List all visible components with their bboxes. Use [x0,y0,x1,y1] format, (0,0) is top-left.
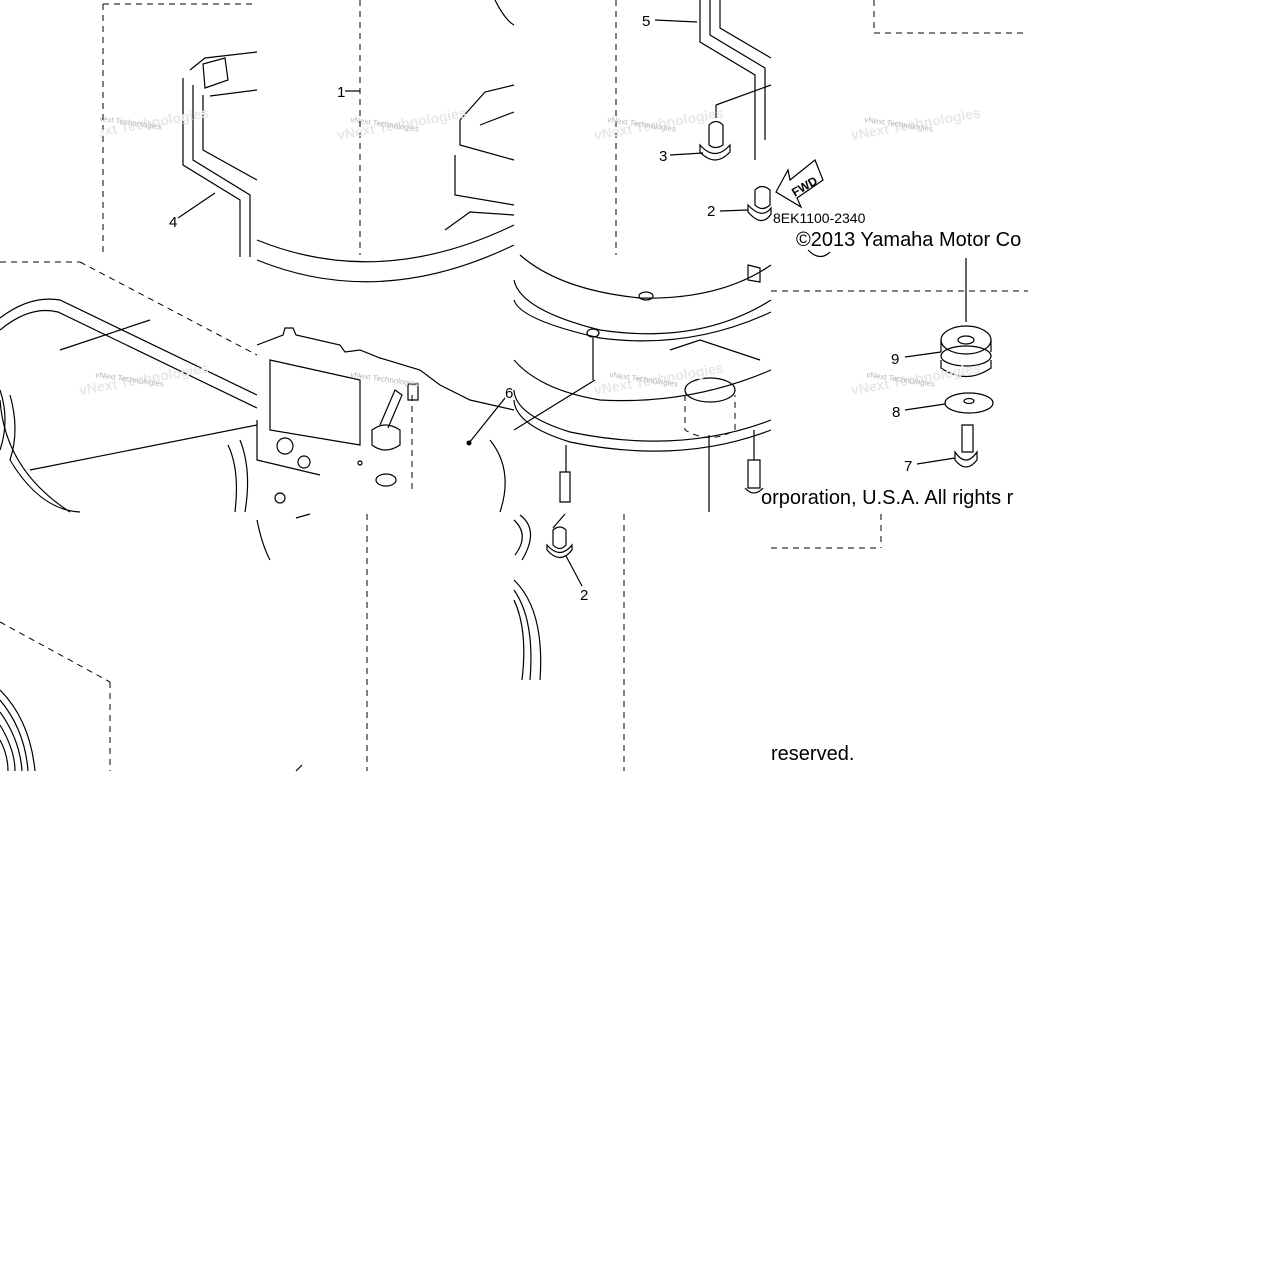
callout-9: 9 [891,351,899,368]
tile-mid-mid-left [256,327,515,513]
fwd-arrow-icon: FWD [775,159,824,209]
callout-2b: 2 [580,587,588,604]
tile-mid-left [0,261,258,513]
callout-2: 2 [707,203,715,220]
tile-bottom-mid-right [513,513,625,771]
callout-5: 5 [642,13,650,30]
copyright-fragment-c: reserved. [771,743,854,765]
tile-mid-right [771,258,1028,468]
tile-bottom-mid-left [256,513,368,772]
callout-4: 4 [169,214,177,231]
washer-part-8 [944,392,994,414]
callout-6: 6 [505,385,513,402]
callout-8: 8 [892,404,900,421]
tile-mid-mid-right [513,254,772,512]
grommet-part-9 [940,325,992,378]
callout-3: 3 [659,148,667,165]
callout-7: 7 [904,458,912,475]
callouts: 1 2 3 4 5 6 2 7 8 9 [169,13,912,604]
bolt-part-7 [954,424,978,468]
tile-bottom-left [0,621,111,772]
diagram-code: 8EK1100-2340 [773,210,866,226]
copyright-fragment-b: orporation, U.S.A. All rights r [761,487,1014,509]
callout-1: 1 [337,84,345,101]
copyright-fragment-a: ©2013 Yamaha Motor Co [796,229,1021,251]
watermarks: vNext Technologies vNext Technologies vN… [78,104,982,398]
tile-bottom-right [771,514,882,549]
tile-top-mid-left [256,0,515,283]
tile-top-mid-right [615,0,772,255]
tile-top-left [102,3,258,257]
tile-masks [0,0,100,255]
